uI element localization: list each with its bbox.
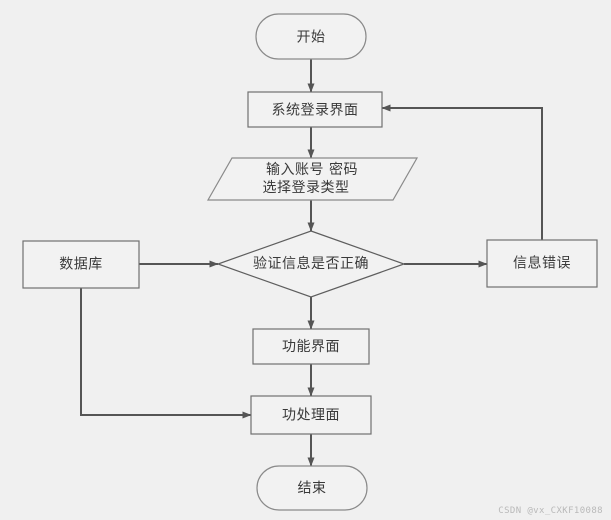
node-start[interactable]: 开始: [255, 13, 367, 60]
func-proc-shape: [250, 395, 372, 435]
edge-database-to-func-proc: [80, 288, 252, 419]
func-ui-shape: [252, 328, 370, 365]
node-login-ui[interactable]: 系统登录界面: [247, 91, 383, 128]
error-label: 信息错误: [513, 255, 571, 272]
login-ui-label: 系统登录界面: [272, 103, 359, 119]
node-verify[interactable]: 验证信息是否正确: [216, 230, 406, 298]
node-input[interactable]: 输入账号 密码 选择登录类型: [206, 157, 419, 201]
start-label: 开始: [297, 30, 326, 46]
verify-shape: [216, 230, 406, 298]
end-label: 结束: [298, 481, 327, 497]
database-label: 数据库: [59, 257, 103, 273]
login-ui-shape: [247, 91, 383, 128]
end-shape: [256, 465, 368, 511]
node-end[interactable]: 结束: [256, 465, 368, 511]
start-shape: [255, 13, 367, 60]
edge-error-to-login-ui: [381, 104, 543, 240]
func-ui-label: 功能界面: [282, 339, 340, 355]
node-func-proc[interactable]: 功处理面: [250, 395, 372, 435]
connector-layer: [80, 59, 543, 467]
database-shape: [22, 240, 140, 289]
input-label-line1: 输入账号 密码: [266, 161, 358, 178]
node-func-ui[interactable]: 功能界面: [252, 328, 370, 365]
input-shape: [206, 157, 419, 201]
csdn-watermark: CSDN @vx_CXKF10088: [498, 506, 603, 516]
node-error[interactable]: 信息错误: [486, 239, 598, 288]
node-database[interactable]: 数据库: [22, 240, 140, 289]
error-shape: [486, 239, 598, 288]
verify-label: 验证信息是否正确: [253, 255, 369, 272]
func-proc-label: 功处理面: [282, 408, 340, 424]
input-label-line2: 选择登录类型: [263, 180, 350, 196]
